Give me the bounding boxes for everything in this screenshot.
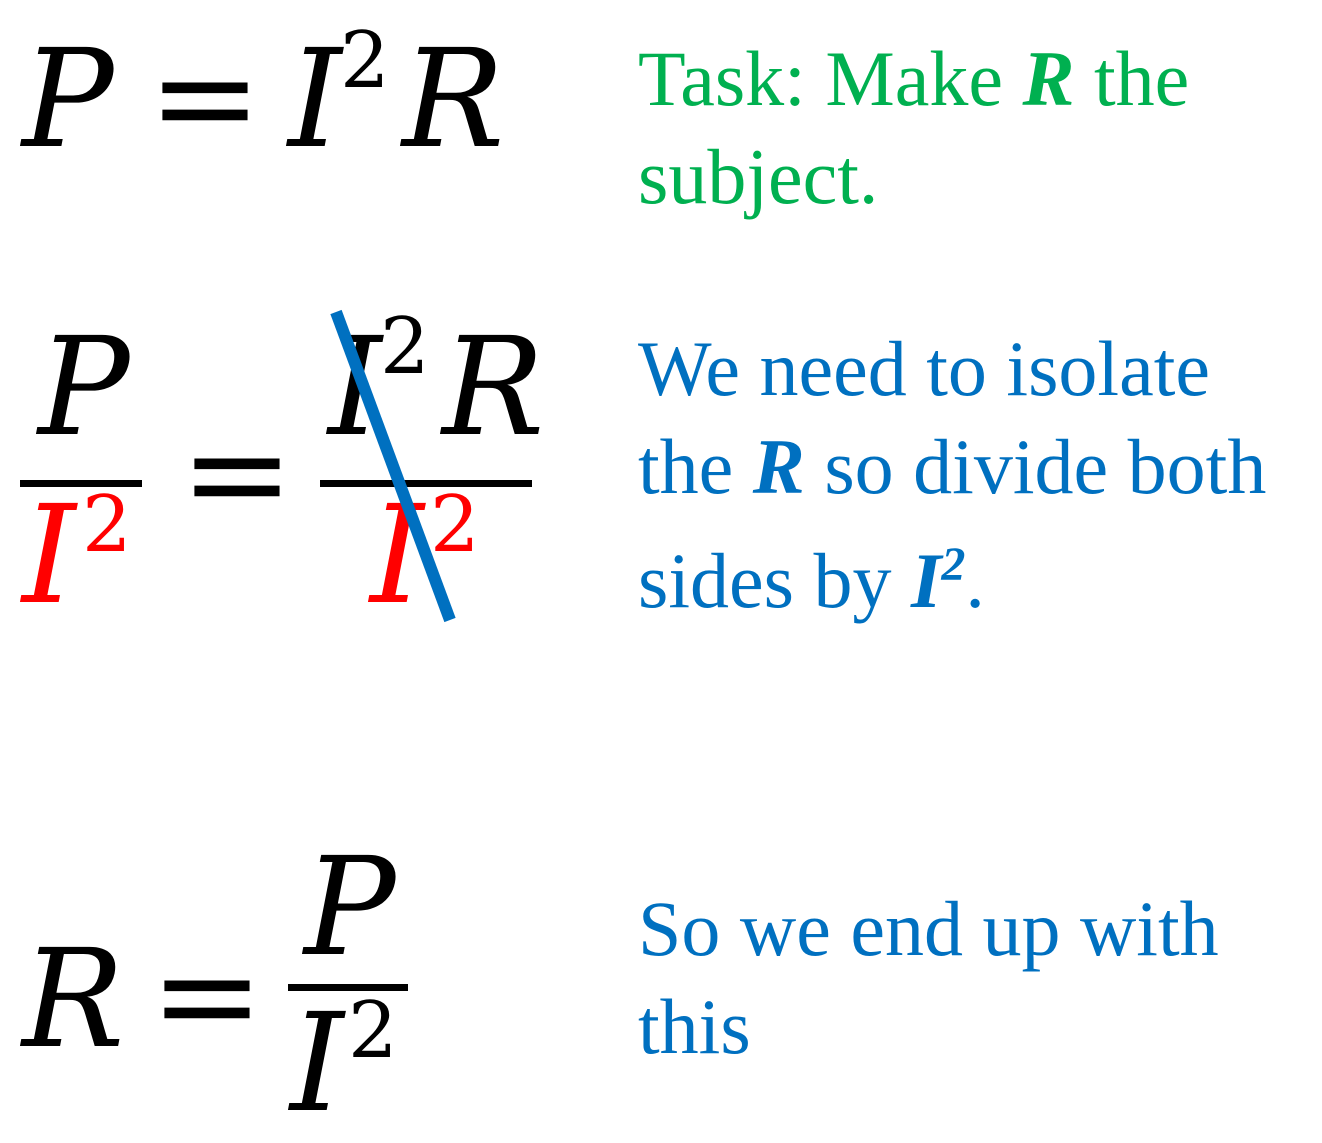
eq2-right-numerator-exponent: 2 xyxy=(380,302,430,392)
eq1-resistance-symbol: R xyxy=(402,21,505,179)
explanation-text-middle: so divide both sides by xyxy=(638,423,1267,624)
eq1-exponent: 2 xyxy=(340,16,390,106)
task-text-suffix: the subject. xyxy=(638,35,1190,220)
eq2-right-numerator-base: I xyxy=(328,309,382,467)
eq2-right-fraction-bar xyxy=(320,480,532,487)
result-caption: So we end up with this xyxy=(638,885,1219,1070)
eq3-numerator: P xyxy=(304,829,396,987)
explanation-divisor-exponent: 2 xyxy=(941,538,966,591)
eq1-power-symbol: P xyxy=(22,21,114,179)
explanation-divisor-base: I xyxy=(911,537,942,624)
eq2-left-numerator: P xyxy=(38,309,130,467)
equation-original: P = I 2 R xyxy=(0,0,560,200)
eq3-fraction-bar xyxy=(288,984,408,991)
equation-result: R = P I 2 xyxy=(0,820,560,1132)
explanation-emphasis-variable: R xyxy=(752,423,805,510)
eq2-left-denominator-exponent: 2 xyxy=(82,480,132,570)
eq1-equals-sign: = xyxy=(148,19,262,177)
explanation-step: We need to isolate the R so divide both … xyxy=(638,320,1298,630)
eq2-equals-sign: = xyxy=(180,395,294,553)
eq3-resistance-symbol: R xyxy=(22,921,125,1079)
eq2-left-fraction-bar xyxy=(20,480,142,487)
cancel-strike-stroke xyxy=(330,309,456,623)
eq2-right-denominator-exponent: 2 xyxy=(430,480,480,570)
task-text-prefix: Task: Make xyxy=(638,35,1023,122)
eq3-denominator-exponent: 2 xyxy=(348,986,398,1076)
eq2-left-denominator-base: I xyxy=(22,477,76,635)
explanation-text-prefix: We need to isolate the xyxy=(638,325,1211,510)
explanation-text-suffix: . xyxy=(965,537,985,624)
eq3-denominator-base: I xyxy=(290,985,344,1143)
eq2-right-numerator-variable: R xyxy=(442,309,545,467)
eq3-equals-sign: = xyxy=(150,917,264,1075)
task-emphasis-variable: R xyxy=(1022,35,1075,122)
task-instruction: Task: Make R the subject. xyxy=(638,30,1298,226)
eq1-current-symbol: I xyxy=(288,21,342,179)
